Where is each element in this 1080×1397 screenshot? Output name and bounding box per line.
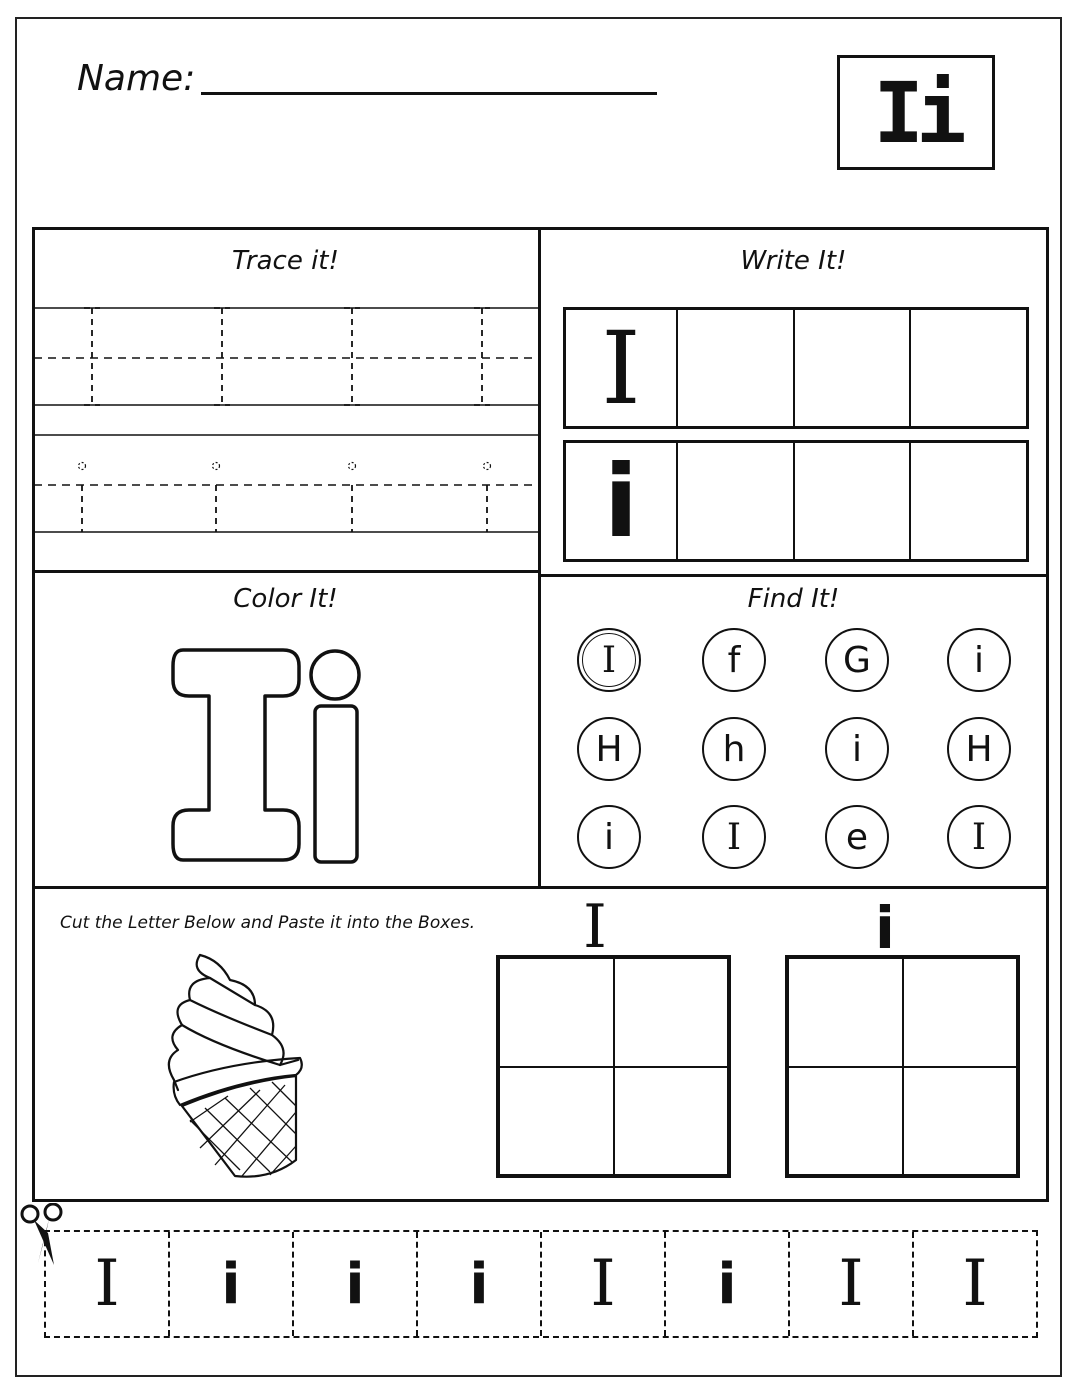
cut-letter-cell[interactable]: i: [416, 1232, 540, 1336]
cut-letter-cell[interactable]: I: [94, 1247, 120, 1321]
find-letter-circle[interactable]: I: [702, 805, 766, 869]
write-cell[interactable]: [909, 310, 1026, 426]
find-letter: i: [973, 639, 984, 681]
find-letter-circle[interactable]: f: [702, 628, 766, 692]
find-letter-circle[interactable]: i: [825, 717, 889, 781]
paste-cell[interactable]: [902, 1066, 1017, 1175]
find-letter-circle[interactable]: e: [825, 805, 889, 869]
cut-letter-cell[interactable]: I: [788, 1232, 912, 1336]
name-line[interactable]: [201, 92, 657, 95]
grid-divider-left-1: [33, 570, 540, 573]
color-title: Color It!: [233, 584, 338, 614]
find-letter: h: [722, 728, 746, 770]
paste-cell[interactable]: [499, 1066, 614, 1175]
find-letter: f: [727, 639, 741, 681]
letter-box: Ii: [837, 55, 995, 170]
grid-divider-vertical: [538, 228, 541, 888]
find-letter: e: [845, 816, 869, 858]
paste-label-lower: i: [875, 894, 895, 962]
find-letter: I: [726, 816, 742, 858]
paste-cell[interactable]: [788, 958, 903, 1067]
paste-cell[interactable]: [613, 958, 728, 1067]
inner-ring: [582, 633, 636, 687]
write-cell[interactable]: [676, 310, 793, 426]
find-letter: H: [965, 728, 993, 770]
find-letter: H: [595, 728, 623, 770]
write-cell[interactable]: [676, 443, 793, 559]
paste-box-upper[interactable]: [496, 955, 731, 1178]
ice-cream-cone-icon: [167, 953, 303, 1178]
page-border: [15, 17, 1062, 1377]
color-letters-outline: [171, 648, 361, 864]
trace-lines: [34, 307, 538, 533]
find-letter-circle[interactable]: H: [577, 717, 641, 781]
letter-pair: Ii: [873, 63, 966, 162]
write-title: Write It!: [740, 246, 847, 276]
cut-instruction: Cut the Letter Below and Paste it into t…: [60, 913, 476, 933]
grid-divider-2: [33, 886, 1048, 889]
cut-letter-cell[interactable]: I: [912, 1232, 1036, 1336]
find-letter: I: [601, 639, 617, 681]
cut-letter-cell[interactable]: I: [540, 1232, 664, 1336]
write-example-upper: I: [601, 309, 641, 427]
grid-divider-right-1: [540, 574, 1048, 577]
find-letter: i: [603, 816, 614, 858]
write-row-upper: I: [563, 307, 1029, 429]
cut-letter-cell[interactable]: i: [168, 1232, 292, 1336]
find-letter-circle[interactable]: I: [947, 805, 1011, 869]
paste-cell[interactable]: [613, 1066, 728, 1175]
find-letter: i: [851, 728, 862, 770]
paste-label-upper: I: [583, 892, 607, 962]
find-letter-circle[interactable]: h: [702, 717, 766, 781]
write-cell[interactable]: [792, 443, 910, 559]
find-title: Find It!: [747, 584, 840, 614]
find-letter: G: [843, 639, 871, 681]
write-row-lower: i: [563, 440, 1029, 562]
find-letter-circle[interactable]: G: [825, 628, 889, 692]
cut-letter-cell[interactable]: i: [292, 1232, 416, 1336]
write-cell[interactable]: [909, 443, 1026, 559]
write-cell[interactable]: [792, 310, 910, 426]
paste-cell[interactable]: [788, 1066, 903, 1175]
paste-cell[interactable]: [902, 958, 1017, 1067]
find-letter-circle[interactable]: I: [577, 628, 641, 692]
write-example-lower: i: [603, 442, 639, 560]
find-letter: I: [971, 816, 987, 858]
find-letter-circle[interactable]: H: [947, 717, 1011, 781]
name-label: Name:: [77, 58, 196, 99]
trace-title: Trace it!: [232, 246, 339, 276]
find-letter-circle[interactable]: i: [577, 805, 641, 869]
paste-box-lower[interactable]: [785, 955, 1020, 1178]
cut-letter-cell[interactable]: i: [664, 1232, 788, 1336]
paste-cell[interactable]: [499, 958, 614, 1067]
find-letter-circle[interactable]: i: [947, 628, 1011, 692]
